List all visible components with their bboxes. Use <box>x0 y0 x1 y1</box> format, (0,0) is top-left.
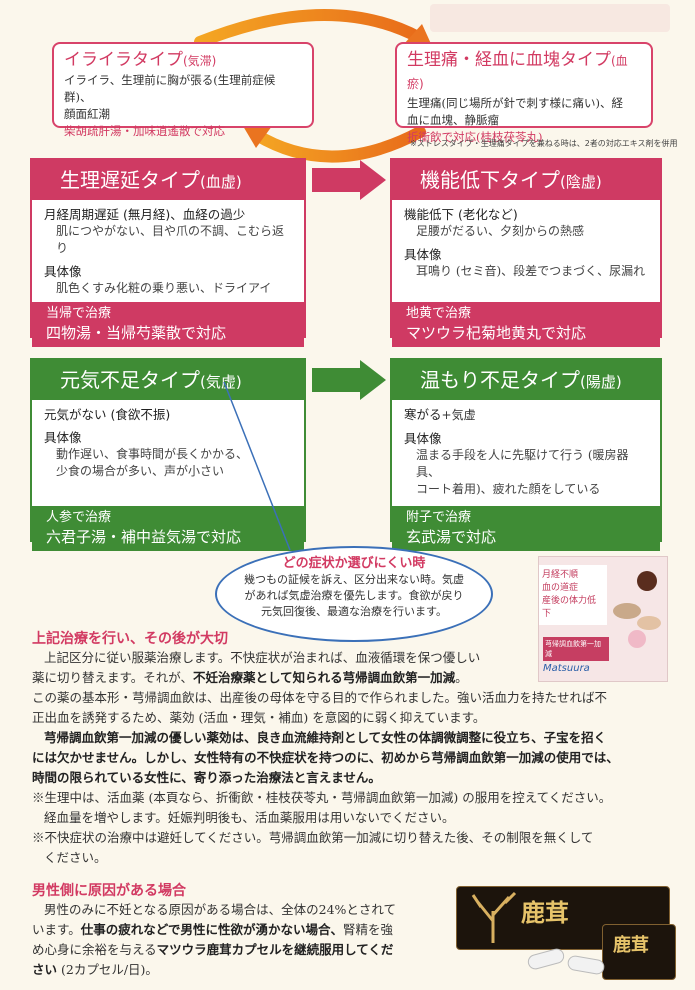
antler-icon <box>471 891 517 943</box>
decline-type-picture-detail: 耳鳴り (セミ音)、段差でつまづく、尿漏れ <box>416 264 646 278</box>
hard-to-choose-callout: どの症状か選びにくい時 幾つもの証候を訴え、区分出来ない時。気虚 があれば気虚治… <box>215 546 493 642</box>
delay-type-symptom-detail: 肌につやがない、目や爪の不調、こむら返り <box>56 224 285 255</box>
decline-type-treatment: マツウラ杞菊地黄丸で対応 <box>406 324 587 342</box>
product2-name-small: 鹿茸 <box>613 935 649 956</box>
irritation-type-line2: 顔面紅潮 <box>64 107 110 121</box>
menstrual-pain-type-title: 生理痛・経血に血塊タイプ(血瘀) <box>407 50 628 91</box>
flower-decoration-icon <box>613 571 661 648</box>
section2-body: 男性のみに不妊となる原因がある場合は、全体の24%とされて います。仕事の疲れな… <box>32 900 442 980</box>
callout-line2: があれば気虚治療を優先します。食欲が戻り <box>244 589 464 602</box>
menstrual-pain-type-treatment: 折衝飲で対応(桂枝茯苓丸) <box>407 130 543 144</box>
section1-p7: 時間の限られている女性に、寄り添った治療法と言えません。 <box>32 770 381 785</box>
energy-type-title: 元気不足タイプ(気虚) <box>32 360 304 400</box>
product-package-image: 月経不順 血の道症 産後の体力低下 芎帰調血飲第一加減 Matsuura <box>538 556 668 682</box>
product1-label-1: 月経不順 <box>542 570 579 580</box>
callout-title: どの症状か選びにくい時 <box>282 556 426 571</box>
decline-type-box: 機能低下タイプ(陰虚) 機能低下 (老化など) 足腰がだるい、夕刻からの熱感 具… <box>390 158 662 347</box>
section1-p4: 正出血を誘発するため、薬効 (活血・理気・補血) を意図的に弱く抑えています。 <box>32 710 486 725</box>
delay-type-picture-label: 具体像 <box>44 264 82 279</box>
menstrual-pain-type-box: 生理痛・経血に血塊タイプ(血瘀) 生理痛(同じ場所が針で刺す様に痛い)、経 血に… <box>395 42 653 144</box>
warmth-type-herb: 附子で治療 <box>406 510 472 525</box>
irritation-type-treatment: 柴胡疏肝湯・加味逍遙散で対応 <box>64 124 225 138</box>
energy-type-picture-label: 具体像 <box>44 430 82 445</box>
section1-p2: 薬に切り替えます。それが、不妊治療薬として知られる芎帰調血飲第一加減。 <box>32 670 468 685</box>
delay-type-title: 生理遅延タイプ(血虚) <box>32 160 304 200</box>
section1-p5: 芎帰調血飲第一加減の優しい薬効は、良き血流維持剤として女性の体調微調整に役立ち、… <box>44 730 607 745</box>
capsules-icon <box>527 948 605 975</box>
section1-note1: ※生理中は、活血薬 (本頁なら、折衝飲・桂枝茯苓丸・芎帰調血飲第一加減) の服用… <box>32 790 612 805</box>
combined-type-note: ※ストレスタイプ・生理痛タイプを兼ねる時は、2者の対応エキス剤を併用 <box>410 139 678 148</box>
product2-name-large: 鹿茸 <box>521 898 569 927</box>
energy-type-box: 元気不足タイプ(気虚) 元気がない (食欲不振) 具体像 動作遅い、食事時間が長… <box>30 358 306 551</box>
warmth-type-treatment: 玄武湯で対応 <box>406 528 497 546</box>
irritation-type-title: イライラタイプ(気滞) <box>64 50 217 70</box>
menstrual-pain-type-line1: 生理痛(同じ場所が針で刺す様に痛い)、経 <box>407 96 623 110</box>
delay-type-picture-detail: 肌色くすみ化粧の乗り悪い、ドライアイ <box>56 281 272 295</box>
section2-p2: います。仕事の疲れなどで男性に性欲が湧かない場合、腎精を強 <box>32 922 394 937</box>
delay-type-symptom: 月経周期遅延 (無月経)、血経の過少 <box>44 207 246 222</box>
decline-type-title: 機能低下タイプ(陰虚) <box>392 160 660 200</box>
section1-note2: ※不快症状の治療中は避妊してください。芎帰調血飲第一加減に切り替えた後、その制限… <box>32 830 594 845</box>
section2-p4: さい (2カプセル/日)。 <box>32 962 158 977</box>
section1-note1b: 経血量を増やします。妊娠判明後も、活血薬服用は用いないでください。 <box>44 810 455 825</box>
section2-title: 男性側に原因がある場合 <box>32 883 186 899</box>
decline-type-symptom: 機能低下 (老化など) <box>404 207 518 222</box>
delay-type-herb: 当帰で治療 <box>46 306 112 321</box>
energy-type-treatment: 六君子湯・補中益気湯で対応 <box>46 528 242 546</box>
section1-p3: この薬の基本形・芎帰調血飲は、出産後の母体を守る目的で作られました。強い活血力を… <box>32 690 608 705</box>
faint-header-watermark <box>430 4 670 32</box>
warmth-type-title: 温もり不足タイプ(陽虚) <box>392 360 660 400</box>
product1-label-3: 産後の体力低下 <box>542 596 597 619</box>
section1-p6: には欠かせません。しかし、女性特有の不快症状を持つのに、初めから芎帰調血飲第一加… <box>32 750 619 765</box>
section2-p3: め心身に余裕を与えるマツウラ鹿茸カプセルを継続服用してくだ <box>32 942 394 957</box>
warmth-type-symptom: 寒がる+気虚 <box>404 407 476 422</box>
energy-type-symptom: 元気がない (食欲不振) <box>44 407 171 422</box>
delay-type-treatment: 四物湯・当帰芍薬散で対応 <box>46 324 227 342</box>
section2-p1: 男性のみに不妊となる原因がある場合は、全体の24%とされて <box>44 902 397 917</box>
product1-name: 芎帰調血飲第一加減 <box>543 637 609 661</box>
pink-right-arrow-icon <box>312 160 386 200</box>
section1-note2b: ください。 <box>44 850 107 865</box>
callout-line3: 元気回復後、最適な治療を行います。 <box>261 605 447 618</box>
warmth-type-picture-detail-2: コート着用)、疲れた顔をしている <box>416 482 601 496</box>
irritation-type-line1: イライラ、生理前に胸が張る(生理前症候群)、 <box>64 73 276 104</box>
decline-type-symptom-detail: 足腰がだるい、夕刻からの熱感 <box>416 224 585 238</box>
section1-body: 上記区分に従い服薬治療します。不快症状が治まれば、血液循環を保つ優しい 薬に切り… <box>32 648 672 868</box>
delay-type-box: 生理遅延タイプ(血虚) 月経周期遅延 (無月経)、血経の過少 肌につやがない、目… <box>30 158 306 347</box>
decline-type-herb: 地黄で治療 <box>406 306 472 321</box>
capsule-package-image: 鹿茸 28 鹿茸 <box>452 886 678 986</box>
green-right-arrow-icon <box>312 360 386 400</box>
decline-type-picture-label: 具体像 <box>404 247 442 262</box>
energy-type-picture-detail-2: 少食の場合が多い、声が小さい <box>56 464 225 478</box>
menstrual-pain-type-line2: 血に血塊、静脈瘤 <box>407 113 499 127</box>
irritation-type-box: イライラタイプ(気滞) イライラ、生理前に胸が張る(生理前症候群)、 顔面紅潮 … <box>52 42 314 138</box>
warmth-type-picture-detail-1: 温まる手段を人に先駆けて行う (暖房器具、 <box>416 448 629 479</box>
warmth-type-box: 温もり不足タイプ(陽虚) 寒がる+気虚 具体像 温まる手段を人に先駆けて行う (… <box>390 358 662 551</box>
cycle-arrows-icon <box>194 9 432 163</box>
energy-type-herb: 人参で治療 <box>46 510 112 525</box>
product1-brand: Matsuura <box>543 663 590 674</box>
product1-label-2: 血の道症 <box>542 583 579 593</box>
warmth-type-picture-label: 具体像 <box>404 431 442 446</box>
callout-pointer <box>223 381 291 551</box>
section1-p1: 上記区分に従い服薬治療します。不快症状が治まれば、血液循環を保つ優しい <box>44 650 481 665</box>
callout-line1: 幾つもの証候を訴え、区分出来ない時。気虚 <box>244 573 464 586</box>
section1-title: 上記治療を行い、その後が大切 <box>32 631 228 647</box>
energy-type-picture-detail-1: 動作遅い、食事時間が長くかかる、 <box>56 447 249 461</box>
